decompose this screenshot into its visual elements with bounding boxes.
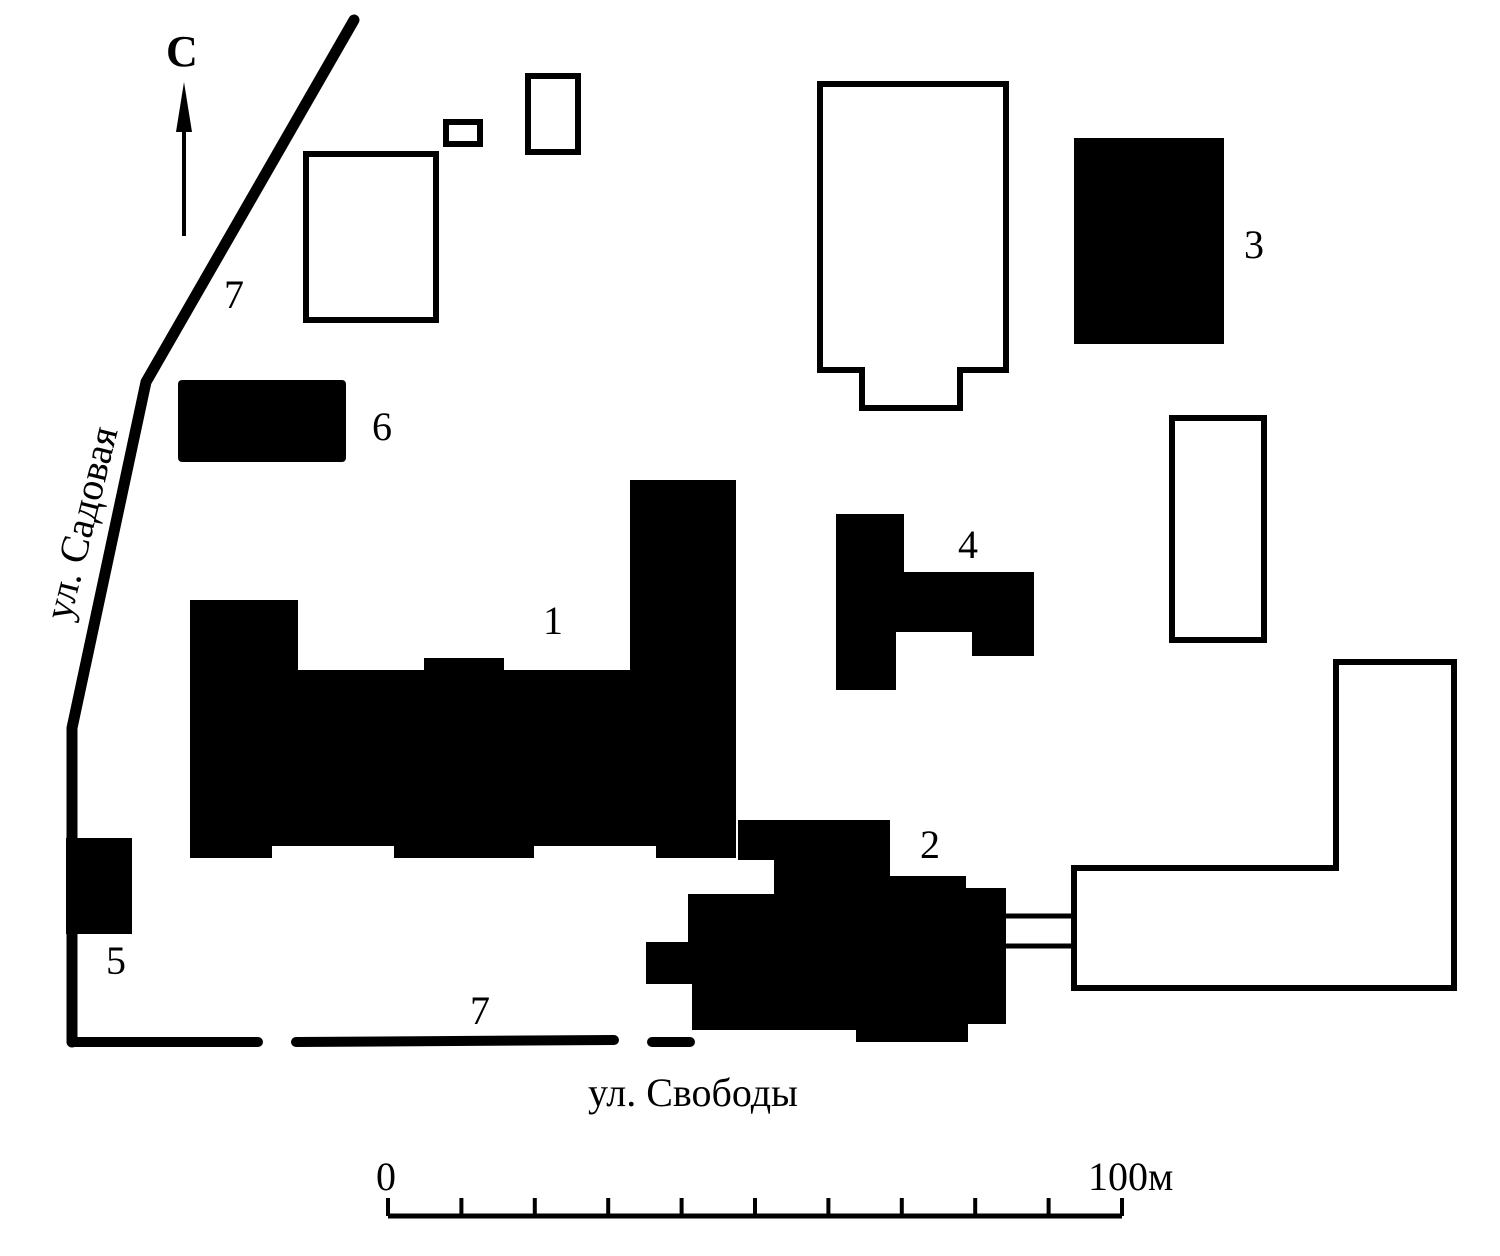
- building-1-label: 1: [543, 598, 563, 643]
- scale-bar: 0 100м: [376, 1154, 1173, 1219]
- building-2-label: 2: [920, 822, 940, 867]
- outline-building-shed: [525, 73, 581, 155]
- building-6-label: 6: [372, 404, 392, 449]
- svobody-fence-line: [67, 1035, 695, 1047]
- building-3-label: 3: [1244, 222, 1264, 267]
- fence-label-west: 7: [224, 272, 244, 317]
- scale-start-label: 0: [376, 1154, 396, 1199]
- building-5-label: 5: [106, 938, 126, 983]
- building-2: 2: [646, 820, 1006, 1042]
- north-label: С: [166, 27, 198, 76]
- outline-building-east: [1169, 415, 1267, 643]
- building-4: 4: [836, 514, 1034, 690]
- outline-building-southeast: [1071, 659, 1457, 991]
- building-1: 1: [190, 480, 736, 858]
- building-4-label: 4: [958, 522, 978, 567]
- outline-building-nw: [303, 151, 439, 323]
- north-arrow: С: [166, 27, 198, 236]
- connector-passage: [1006, 913, 1074, 949]
- outline-building-small: [443, 119, 483, 147]
- scale-ticks: [386, 1198, 1124, 1216]
- outline-building-large-north: [817, 81, 1009, 411]
- building-6: 6: [178, 380, 392, 462]
- street-svobody-label: ул. Свободы: [588, 1070, 798, 1115]
- scale-end-label: 100м: [1088, 1154, 1173, 1199]
- building-5: 5: [66, 838, 132, 983]
- fence-label-south: 7: [470, 988, 490, 1033]
- building-3: 3: [1074, 138, 1264, 344]
